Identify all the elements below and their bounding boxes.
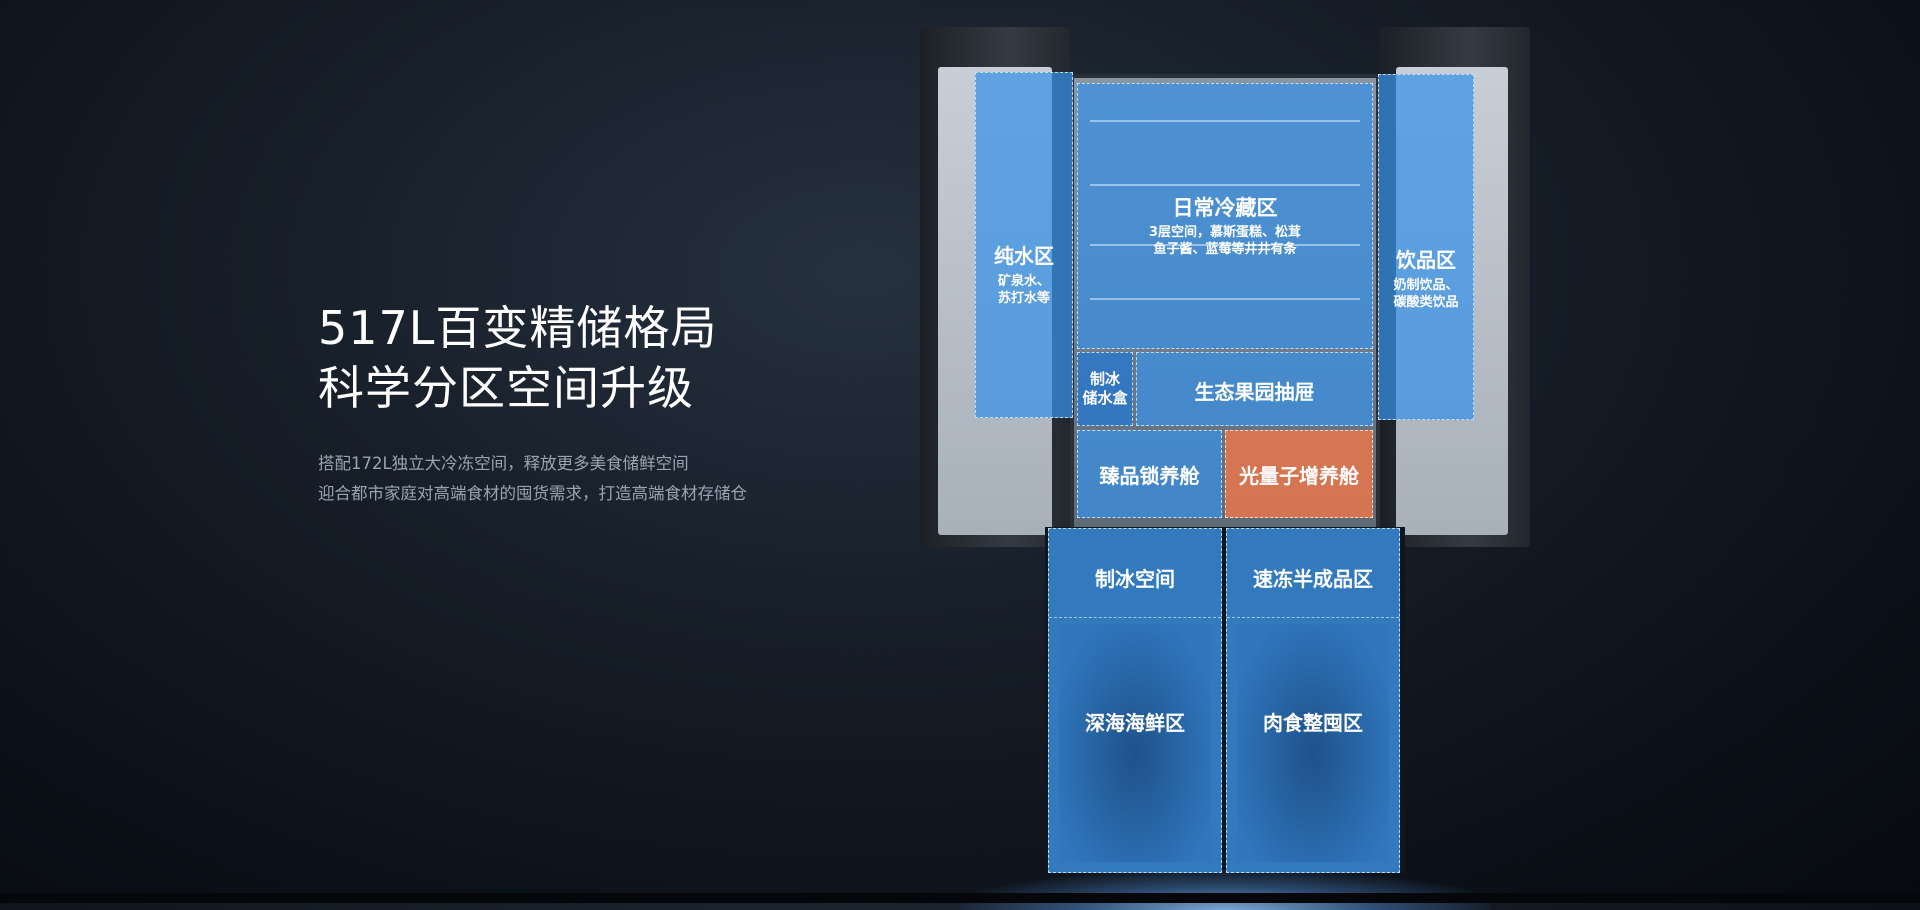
zone-water-label: 纯水区 xyxy=(994,244,1054,268)
zone-freezer-left: 制冰空间 深海海鲜区 xyxy=(1048,528,1222,873)
headline-line-1: 517L百变精储格局 xyxy=(318,301,718,355)
zone-quick-freeze-label: 速冻半成品区 xyxy=(1253,567,1373,591)
zone-water-sub-line-2: 苏打水等 xyxy=(997,291,1050,306)
zone-freezer-right: 速冻半成品区 肉食整囤区 xyxy=(1226,528,1400,873)
zone-ice-box-line-2: 储水盒 xyxy=(1082,389,1128,407)
zone-fresh-label: 日常冷藏区 xyxy=(1172,196,1278,220)
zone-water-sub-line-1: 矿泉水、 xyxy=(997,274,1050,289)
zone-water-sub: 矿泉水、 苏打水等 xyxy=(976,273,1072,307)
zone-fresh: 日常冷藏区 3层空间，慕斯蛋糕、松茸 鱼子酱、蓝莓等井井有条 xyxy=(1077,83,1373,349)
zone-ice-box-line-1: 制冰 xyxy=(1089,370,1120,388)
zone-fruit-drawer: 生态果园抽屉 xyxy=(1136,352,1373,426)
zone-meat-label: 肉食整囤区 xyxy=(1263,711,1363,735)
zone-seafood-label: 深海海鲜区 xyxy=(1085,711,1185,735)
description: 搭配172L独立大冷冻空间，释放更多美食储鲜空间 迎合都市家庭对高端食材的囤货需… xyxy=(318,449,878,509)
zone-water: 纯水区 矿泉水、 苏打水等 xyxy=(975,72,1073,418)
zone-quantum: 光量子增养舱 xyxy=(1225,430,1373,518)
headline: 517L百变精储格局 科学分区空间升级 xyxy=(318,298,838,418)
fridge-illustration: 纯水区 矿泉水、 苏打水等 日常冷藏区 3层空间，慕斯蛋糕、松茸 鱼子酱、蓝莓等… xyxy=(920,22,1530,910)
description-line-2: 迎合都市家庭对高端食材的囤货需求，打造高端食材存储仓 xyxy=(318,484,747,503)
floor-glow xyxy=(960,870,1490,910)
zone-quantum-label: 光量子增养舱 xyxy=(1239,464,1359,488)
zone-drinks: 饮品区 奶制饮品、 碳酸类饮品 xyxy=(1378,74,1474,420)
zone-fresh-sub: 3层空间，慕斯蛋糕、松茸 鱼子酱、蓝莓等井井有条 xyxy=(1078,224,1372,258)
zone-ice-box-text: 制冰 储水盒 xyxy=(1078,370,1132,408)
zone-ice-box: 制冰 储水盒 xyxy=(1077,352,1133,426)
floor-line xyxy=(0,893,1920,903)
zone-drinks-sub-line-2: 碳酸类饮品 xyxy=(1393,295,1459,310)
zone-fresh-sub-line-2: 鱼子酱、蓝莓等井井有条 xyxy=(1153,242,1297,257)
zone-drinks-label: 饮品区 xyxy=(1396,248,1456,272)
zone-premium-label: 臻品锁养舱 xyxy=(1099,464,1200,488)
headline-line-2: 科学分区空间升级 xyxy=(318,361,694,415)
zone-fresh-sub-line-1: 3层空间，慕斯蛋糕、松茸 xyxy=(1148,225,1302,240)
zone-ice-space-label: 制冰空间 xyxy=(1095,567,1175,591)
zone-drinks-sub: 奶制饮品、 碳酸类饮品 xyxy=(1379,277,1473,311)
zone-premium: 臻品锁养舱 xyxy=(1077,430,1222,518)
description-line-1: 搭配172L独立大冷冻空间，释放更多美食储鲜空间 xyxy=(318,454,689,473)
zone-fruit-drawer-label: 生态果园抽屉 xyxy=(1194,380,1315,404)
zone-drinks-sub-line-1: 奶制饮品、 xyxy=(1393,278,1459,293)
